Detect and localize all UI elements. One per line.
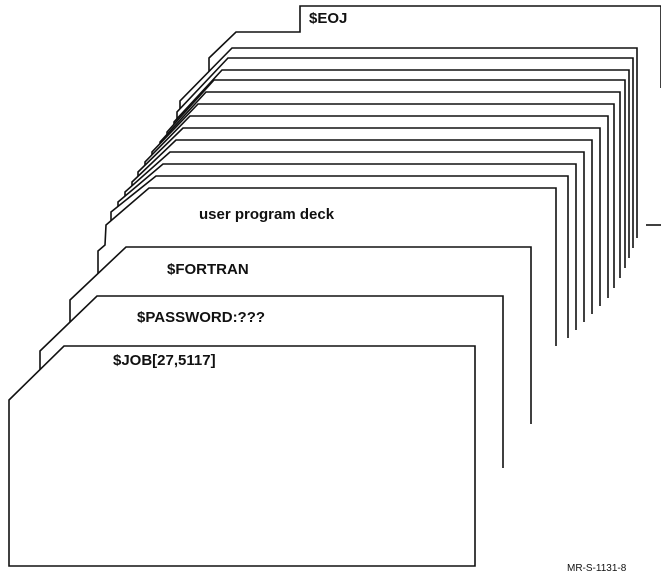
job-card (8, 345, 476, 567)
fortran-label: $FORTRAN (167, 261, 249, 278)
user-program-label: user program deck (199, 206, 335, 223)
eoj-label: $EOJ (309, 10, 347, 27)
figure-code: MR-S-1131-8 (567, 563, 627, 574)
password-label: $PASSWORD:??? (137, 309, 265, 326)
job-label: $JOB[27,5117] (113, 352, 216, 369)
